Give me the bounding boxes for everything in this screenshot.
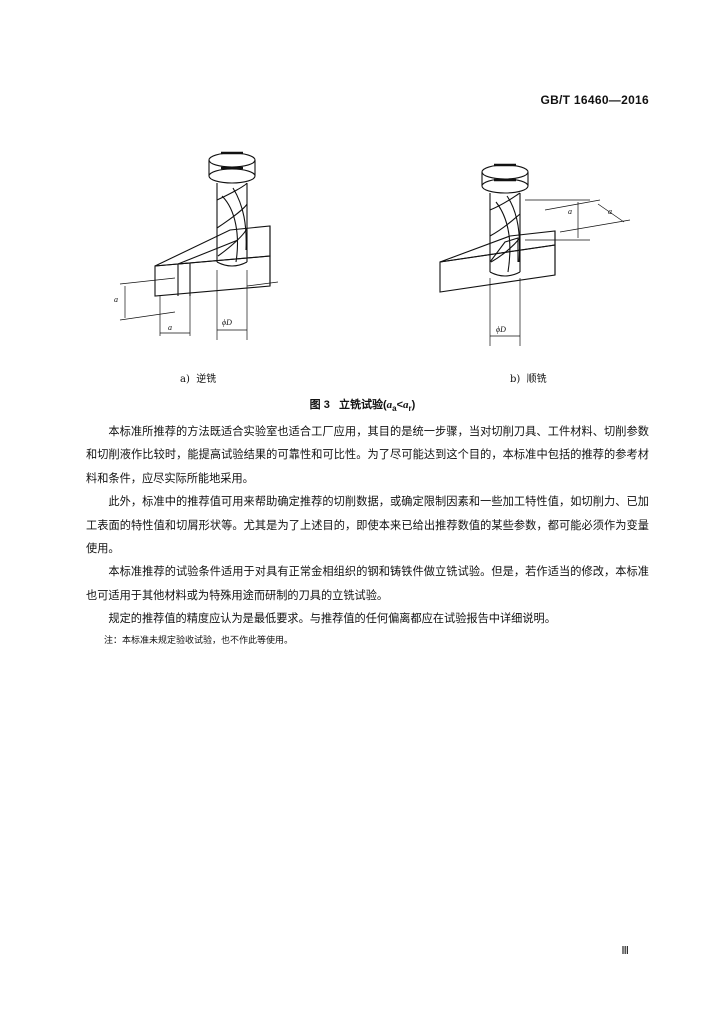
note: 注：本标准未规定验收试验，也不作此等使用。 xyxy=(104,635,294,646)
caption-suffix: ) xyxy=(411,399,416,411)
standard-code: GB/T 16460—2016 xyxy=(540,93,649,107)
dimension-lines-a xyxy=(119,270,279,340)
paragraph: 本标准所推荐的方法既适合实验室也适合工厂应用，其目的是统一步骤，当对切削刀具、工… xyxy=(86,425,649,485)
dim-b-diameter-label: ϕD xyxy=(496,325,506,334)
page-number: Ⅲ xyxy=(621,945,629,957)
end-mill-b xyxy=(481,163,529,277)
dim-a-depth-label: a xyxy=(114,295,118,304)
paragraph: 规定的推荐值的精度应认为是最低要求。与推荐值的任何偏离都应在试验报告中详细说明。 xyxy=(108,612,556,626)
workpiece-b xyxy=(439,230,556,293)
dimension-lines-b xyxy=(489,199,631,346)
dim-a-width-label: a xyxy=(168,323,172,332)
subfigure-b-label: b) 顺铣 xyxy=(510,374,547,385)
caption-sub1: a xyxy=(392,404,397,414)
caption-var1: a xyxy=(386,399,393,411)
caption-sub2: r xyxy=(408,404,412,414)
subfigure-a-label: a) 逆铣 xyxy=(180,374,217,385)
dim-b-width-label: a xyxy=(608,207,612,216)
paragraph: 本标准推荐的试验条件适用于对具有正常金相组织的钢和铸铁件做立铣试验。但是，若作适… xyxy=(86,565,649,602)
caption-prefix: 图 3 立铣试验( xyxy=(309,399,387,411)
workpiece-a xyxy=(154,225,271,297)
milling-figure: a a ϕD a a ϕD xyxy=(114,151,631,346)
body-text: 本标准所推荐的方法既适合实验室也适合工厂应用，其目的是统一步骤，当对切削刀具、工… xyxy=(86,420,649,651)
paragraph: 此外，标准中的推荐值可用来帮助确定推荐的切削数据，或确定限制因素和一些加工特性值… xyxy=(86,495,649,556)
caption-mid: < xyxy=(396,399,404,411)
figure-caption: 图 3 立铣试验(aa<ar) xyxy=(0,396,725,413)
dim-b-depth-label: a xyxy=(568,207,572,216)
end-mill-a xyxy=(208,151,256,267)
caption-var2: a xyxy=(403,399,409,411)
dim-a-diameter-label: ϕD xyxy=(222,318,232,327)
